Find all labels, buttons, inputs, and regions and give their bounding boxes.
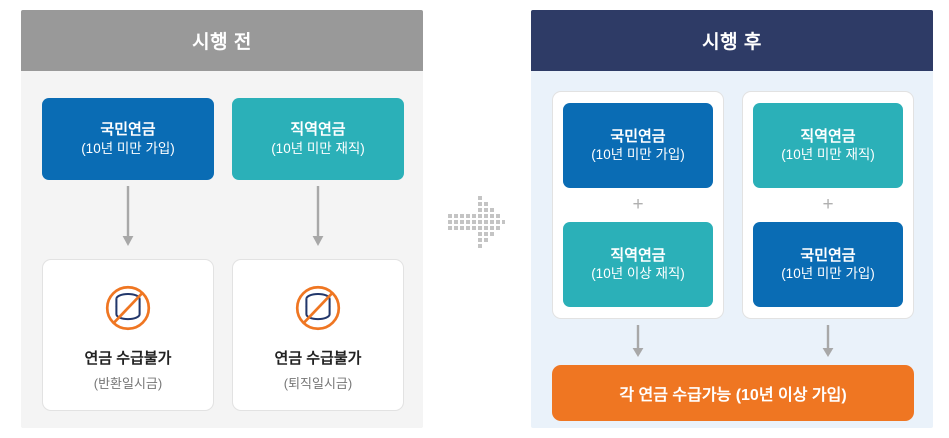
after-group-1-primary-title: 국민연금 [610, 127, 666, 145]
arrow-down-icon [822, 325, 834, 357]
before-box-occupational-pension: 직역연금 (10년 미만 재직) [232, 98, 404, 180]
plus-icon: + [632, 194, 644, 215]
before-result-sub: (반환일시금) [93, 375, 163, 391]
panel-before-header: 시행 전 [21, 10, 423, 71]
no-pension-icon [295, 285, 341, 330]
before-result-title: 연금 수급불가 [274, 349, 362, 367]
after-group-card-2: 직역연금 (10년 미만 재직) + 국민연금 (10년 미만 가입) [742, 91, 914, 319]
after-group-2-primary-box: 직역연금 (10년 미만 재직) [753, 103, 903, 188]
after-group-1-primary-sub: (10년 미만 가입) [591, 147, 685, 163]
before-result-card-refund: 연금 수급불가 (반환일시금) [42, 259, 214, 411]
arrow-down-icon [122, 186, 134, 246]
after-group-2-primary-sub: (10년 미만 재직) [781, 147, 875, 163]
arrow-down-icon [312, 186, 324, 246]
transition-arrow-right-icon [448, 196, 505, 248]
no-pension-icon [105, 285, 151, 330]
before-box-national-pension-title: 국민연금 [100, 121, 156, 139]
after-group-2-secondary-title: 국민연금 [800, 246, 856, 264]
after-group-1-secondary-box: 직역연금 (10년 이상 재직) [563, 222, 713, 307]
before-box-occupational-pension-sub: (10년 미만 재직) [271, 140, 365, 156]
after-group-1-primary-box: 국민연금 (10년 미만 가입) [563, 103, 713, 188]
after-group-2-secondary-sub: (10년 미만 가입) [781, 266, 875, 282]
panel-after-body: 국민연금 (10년 미만 가입) + 직역연금 (10년 이상 재직) 직역연금… [531, 71, 933, 428]
after-group-2-secondary-box: 국민연금 (10년 미만 가입) [753, 222, 903, 307]
after-group-1-secondary-sub: (10년 이상 재직) [591, 266, 685, 282]
before-box-national-pension: 국민연금 (10년 미만 가입) [42, 98, 214, 180]
plus-icon: + [822, 194, 834, 215]
before-box-occupational-pension-title: 직역연금 [290, 121, 346, 139]
after-group-1-secondary-title: 직역연금 [610, 246, 666, 264]
before-result-card-severance: 연금 수급불가 (퇴직일시금) [232, 259, 404, 411]
before-result-title: 연금 수급불가 [84, 349, 172, 367]
after-result-bar: 각 연금 수급가능 (10년 이상 가입) [552, 365, 914, 421]
panel-after-header: 시행 후 [531, 10, 933, 71]
arrow-down-icon [632, 325, 644, 357]
before-result-sub: (퇴직일시금) [283, 375, 353, 391]
panel-before: 시행 전 국민연금 (10년 미만 가입) 직역연금 (10년 미만 재직) [21, 10, 423, 428]
after-group-2-primary-title: 직역연금 [800, 127, 856, 145]
panel-before-body: 국민연금 (10년 미만 가입) 직역연금 (10년 미만 재직) [21, 71, 423, 428]
panel-after: 시행 후 국민연금 (10년 미만 가입) + 직역연금 (10년 이상 재직)… [531, 10, 933, 428]
after-group-card-1: 국민연금 (10년 미만 가입) + 직역연금 (10년 이상 재직) [552, 91, 724, 319]
before-box-national-pension-sub: (10년 미만 가입) [81, 140, 175, 156]
